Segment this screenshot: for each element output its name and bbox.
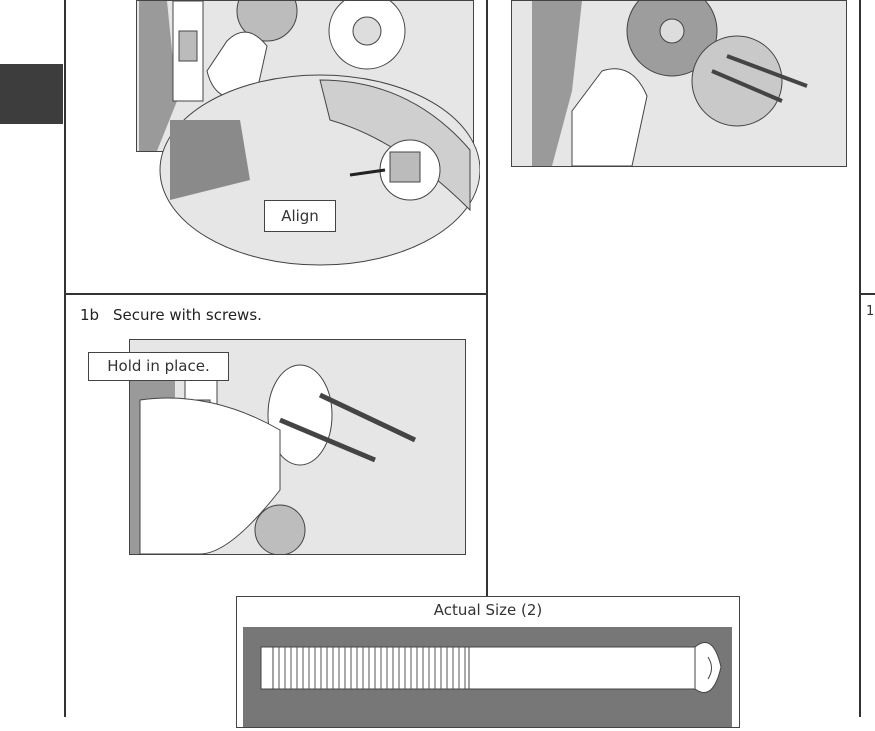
illustration-backplate-screws: [511, 0, 847, 167]
actual-size-box: Actual Size (2): [236, 596, 740, 728]
panel-border-middle: [486, 0, 488, 717]
step-instruction: Secure with screws.: [113, 306, 262, 324]
align-label: Align: [264, 200, 336, 232]
actual-size-title: Actual Size (2): [433, 601, 543, 619]
panel-divider-right-edge: [859, 293, 875, 295]
panel-border-right: [859, 0, 861, 717]
edge-step-fragment: 1: [866, 304, 875, 319]
section-tab: [0, 64, 63, 124]
step-number: 1b: [80, 306, 100, 324]
panel-divider-left: [64, 293, 487, 295]
hold-in-place-label: Hold in place.: [88, 352, 229, 381]
zoom-detail: [159, 74, 480, 266]
actual-size-screw-panel: [243, 627, 732, 727]
panel-border-left: [64, 0, 66, 717]
